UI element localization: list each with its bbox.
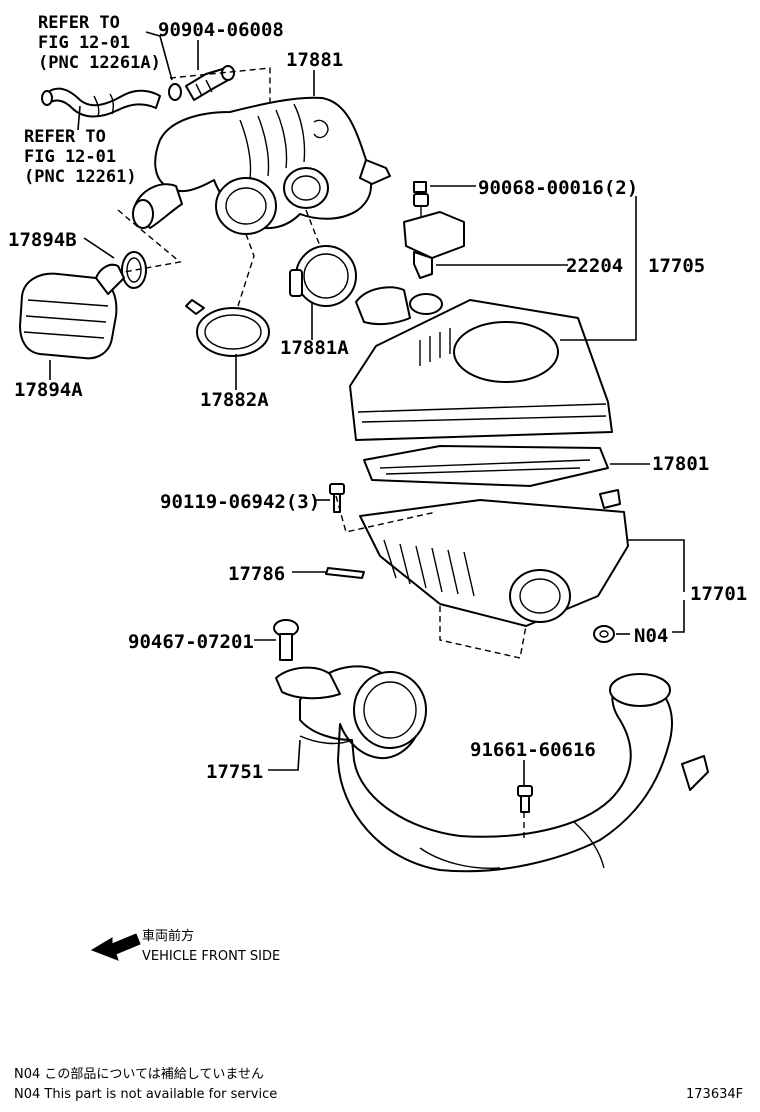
label-90068-00016: 90068-00016(2): [478, 177, 638, 199]
front-arrow-icon: [90, 933, 141, 961]
label-90119-06942: 90119-06942(3): [160, 491, 320, 513]
label-17801: 17801: [652, 453, 709, 475]
air-intake-duct-part: [132, 96, 391, 235]
resonator-part: [19, 263, 125, 360]
label-17881A: 17881A: [280, 337, 349, 359]
label-90467-07201: 90467-07201: [128, 631, 254, 653]
label-17894B: 17894B: [8, 229, 77, 251]
lower-intake-hose-part: [275, 665, 709, 873]
front-label-jp: 車両前方: [142, 928, 194, 944]
label-91661-60616: 91661-60616: [470, 739, 596, 761]
intake-hose-ref-part: [41, 87, 161, 118]
ref-b-line3: (PNC 12261): [24, 167, 137, 187]
footnote-jp: N04 この部品については補給していません: [14, 1067, 264, 1082]
ref-a-line3: (PNC 12261A): [38, 53, 161, 73]
assembly-dashed-lines: [117, 67, 527, 840]
ref-b-line1: REFER TO: [24, 127, 106, 147]
air-filter-element-part: [363, 445, 609, 487]
air-cleaner-case-part: [359, 489, 629, 627]
label-90904-06008: 90904-06008: [158, 19, 284, 41]
air-cleaner-cap-part: [349, 286, 613, 441]
bolt-90068-part: [413, 181, 427, 193]
label-17705: 17705: [648, 255, 705, 277]
label-17894A: 17894A: [14, 379, 83, 401]
front-label-en: VEHICLE FRONT SIDE: [142, 949, 280, 964]
label-22204: 22204: [566, 255, 623, 277]
hose-clamp-17881A-part: [289, 245, 357, 307]
bolt-90467-part: [273, 619, 299, 661]
bolt-91661-part: [517, 785, 533, 813]
reference-label-a: REFER TO FIG 12-01 (PNC 12261A): [38, 13, 161, 73]
ref-a-line2: FIG 12-01: [38, 33, 130, 53]
label-17882A: 17882A: [200, 389, 269, 411]
leader-lines: [49, 31, 685, 786]
hose-clamp-small-part: [121, 251, 147, 289]
label-17881: 17881: [286, 49, 343, 71]
vehicle-front-indicator: 車両前方 VEHICLE FRONT SIDE: [90, 928, 280, 964]
hose-nipple-part: [168, 65, 235, 101]
label-17701: 17701: [690, 583, 747, 605]
label-N04: N04: [634, 625, 668, 647]
label-17786: 17786: [228, 563, 285, 585]
footnote-en: N04 This part is not available for servi…: [14, 1087, 277, 1102]
pin-17786-part: [325, 567, 365, 579]
hose-clamp-17882A-part: [185, 299, 270, 357]
ref-a-line1: REFER TO: [38, 13, 120, 33]
figure-id: 173634F: [686, 1087, 743, 1102]
ref-b-line2: FIG 12-01: [24, 147, 116, 167]
label-17751: 17751: [206, 761, 263, 783]
reference-label-b: REFER TO FIG 12-01 (PNC 12261): [24, 127, 137, 187]
air-flow-meter-part: [403, 193, 465, 279]
grommet-n04-part: [593, 625, 615, 643]
